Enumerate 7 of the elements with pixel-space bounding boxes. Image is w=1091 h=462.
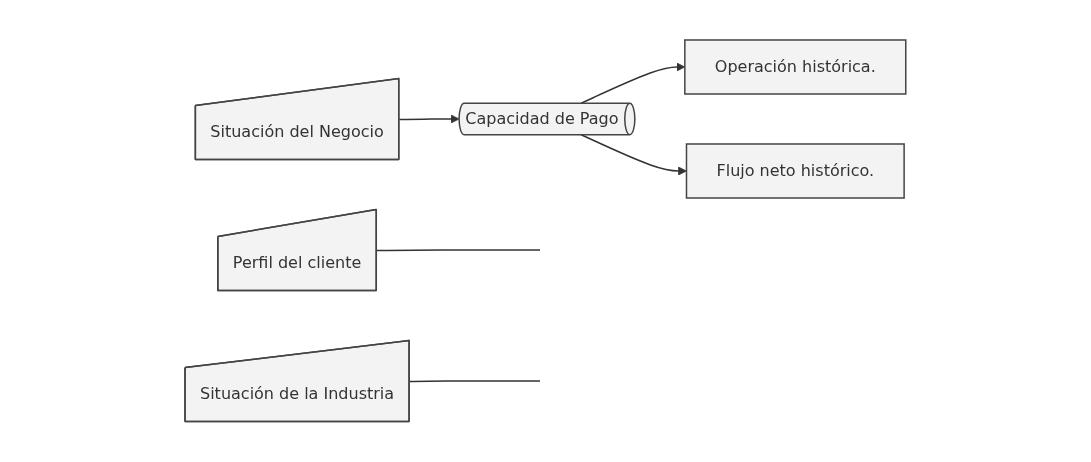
node-box: Operación histórica. (684, 39, 907, 95)
arrow (398, 114, 460, 124)
node-box: Flujo neto histórico. (685, 143, 905, 199)
connector (408, 380, 541, 383)
connector (376, 249, 541, 252)
node-text: Capacidad de Pago (465, 109, 619, 129)
arrow (580, 134, 687, 176)
